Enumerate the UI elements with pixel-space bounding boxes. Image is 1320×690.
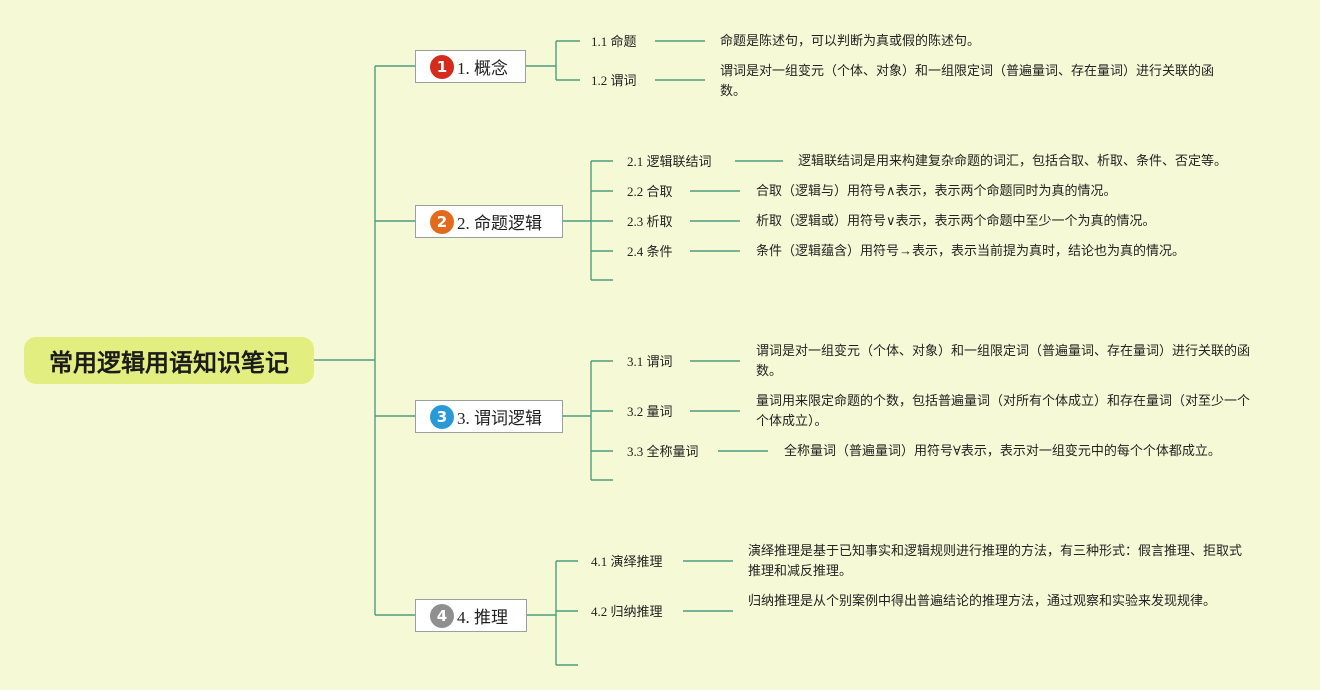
subtopic-4-2[interactable]: 4.2 归纳推理: [591, 604, 663, 619]
branch-reasoning[interactable]: 4 4. 推理: [415, 599, 527, 632]
description-4-2[interactable]: 归纳推理是从个别案例中得出普遍结论的推理方法，通过观察和实验来发现规律。: [748, 593, 1217, 608]
number-1-icon: 1: [430, 54, 454, 79]
subtopic-2-3[interactable]: 2.3 析取: [627, 214, 673, 229]
description-2-2[interactable]: 合取（逻辑与）用符号∧表示，表示两个命题同时为真的情况。: [756, 183, 1117, 198]
branch-label: 1. 概念: [457, 59, 508, 78]
branch-predicate-logic[interactable]: 3 3. 谓词逻辑: [415, 400, 563, 433]
branch-label: 3. 谓词逻辑: [457, 409, 542, 428]
branch-label: 2. 命题逻辑: [457, 214, 542, 233]
description-3-3[interactable]: 全称量词（普遍量词）用符号∀表示，表示对一组变元中的每个个体都成立。: [784, 443, 1221, 458]
subtopic-2-1[interactable]: 2.1 逻辑联结词: [627, 154, 712, 169]
number-3-icon: 3: [430, 404, 454, 429]
subtopic-1-1[interactable]: 1.1 命题: [591, 34, 637, 49]
description-3-2[interactable]: 量词用来限定命题的个数，包括普遍量词（对所有个体成立）和存在量词（对至少一个个体…: [756, 393, 1251, 428]
root-topic-label: 常用逻辑用语知识笔记: [49, 349, 289, 377]
description-1-1[interactable]: 命题是陈述句，可以判断为真或假的陈述句。: [720, 33, 981, 48]
subtopic-3-3[interactable]: 3.3 全称量词: [627, 444, 699, 459]
description-2-1[interactable]: 逻辑联结词是用来构建复杂命题的词汇，包括合取、析取、条件、否定等。: [798, 153, 1228, 168]
branch-propositional-logic[interactable]: 2 2. 命题逻辑: [415, 205, 563, 238]
subtopic-3-2[interactable]: 3.2 量词: [627, 404, 673, 419]
number-2-icon: 2: [430, 209, 454, 234]
description-1-2[interactable]: 谓词是对一组变元（个体、对象）和一组限定词（普遍量词、存在量词）进行关联的函数。: [720, 63, 1215, 98]
subtopic-3-1[interactable]: 3.1 谓词: [627, 354, 673, 369]
description-4-1[interactable]: 演绎推理是基于已知事实和逻辑规则进行推理的方法，有三种形式：假言推理、拒取式推理…: [748, 543, 1243, 578]
branch-label: 4. 推理: [457, 608, 508, 627]
subtopic-2-4[interactable]: 2.4 条件: [627, 244, 673, 259]
subtopic-4-1[interactable]: 4.1 演绎推理: [591, 554, 663, 569]
branch-concept[interactable]: 1 1. 概念: [415, 50, 526, 83]
description-3-1[interactable]: 谓词是对一组变元（个体、对象）和一组限定词（普遍量词、存在量词）进行关联的函数。: [756, 343, 1251, 378]
description-2-4[interactable]: 条件（逻辑蕴含）用符号→表示，表示当前提为真时，结论也为真的情况。: [756, 243, 1186, 258]
subtopic-1-2[interactable]: 1.2 谓词: [591, 73, 637, 88]
description-2-3[interactable]: 析取（逻辑或）用符号∨表示，表示两个命题中至少一个为真的情况。: [756, 213, 1156, 228]
subtopic-2-2[interactable]: 2.2 合取: [627, 184, 673, 199]
number-4-icon: 4: [430, 603, 454, 628]
root-topic[interactable]: 常用逻辑用语知识笔记: [24, 337, 314, 384]
